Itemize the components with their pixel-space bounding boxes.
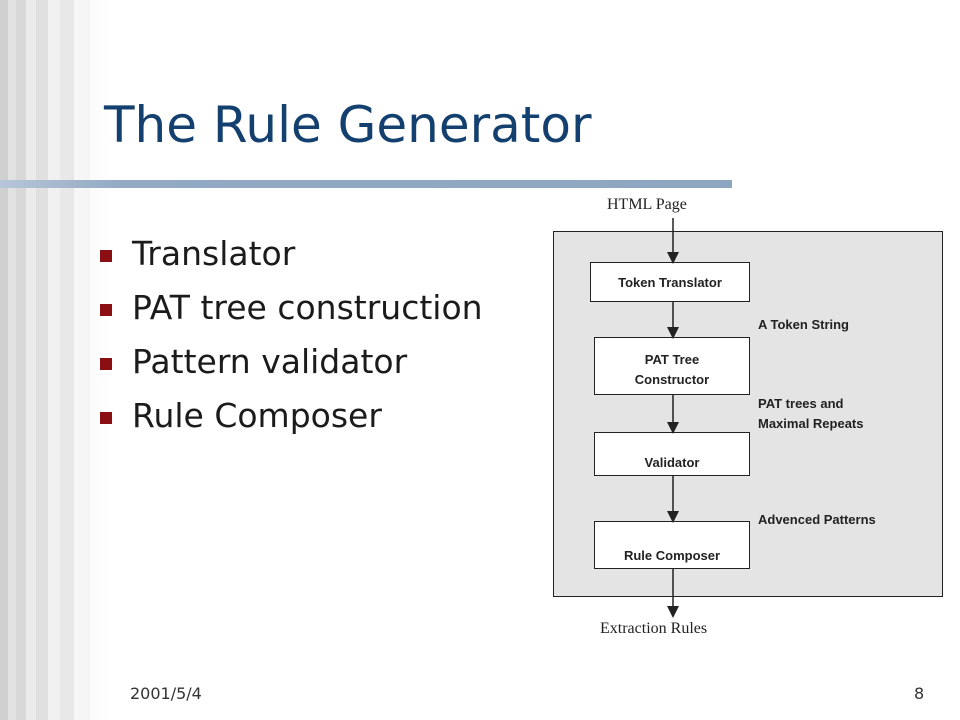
bullet-text: Pattern validator	[132, 342, 408, 381]
patterns-label: Advenced Patterns	[758, 510, 876, 530]
square-bullet-icon	[100, 250, 112, 262]
side-label-line2: Maximal Repeats	[758, 416, 864, 431]
rule-composer-box: Rule Composer	[594, 521, 750, 569]
output-label: Extraction Rules	[600, 620, 708, 637]
pat-tree-constructor-box: PAT Tree Constructor	[594, 337, 750, 395]
side-label-line1: A Token String	[758, 317, 849, 332]
bullet-text: PAT tree construction	[132, 288, 483, 327]
title-underline	[0, 180, 732, 188]
token-string-label: A Token String	[758, 315, 849, 335]
bullet-text: Rule Composer	[132, 396, 382, 435]
side-label-line1: Advenced Patterns	[758, 512, 876, 527]
validator-box: Validator	[594, 432, 750, 476]
side-label-line1: PAT trees and	[758, 396, 844, 411]
slide-title: The Rule Generator	[104, 96, 592, 154]
box-label: Rule Composer	[623, 548, 721, 563]
box-label: Validator	[644, 455, 700, 470]
bullet-text: Translator	[132, 234, 296, 273]
decorative-stripes	[0, 0, 110, 720]
square-bullet-icon	[100, 358, 112, 370]
square-bullet-icon	[100, 412, 112, 424]
input-label: HTML Page	[607, 196, 687, 213]
page-number: 8	[914, 684, 925, 703]
token-translator-box: Token Translator	[590, 262, 750, 302]
pat-trees-label: PAT trees and Maximal Repeats	[758, 394, 864, 434]
box-label: Token Translator	[618, 275, 722, 290]
square-bullet-icon	[100, 304, 112, 316]
box-label-line2: Constructor	[634, 372, 710, 387]
box-label-line1: PAT Tree	[644, 352, 700, 367]
footer-date: 2001/5/4	[130, 684, 202, 703]
